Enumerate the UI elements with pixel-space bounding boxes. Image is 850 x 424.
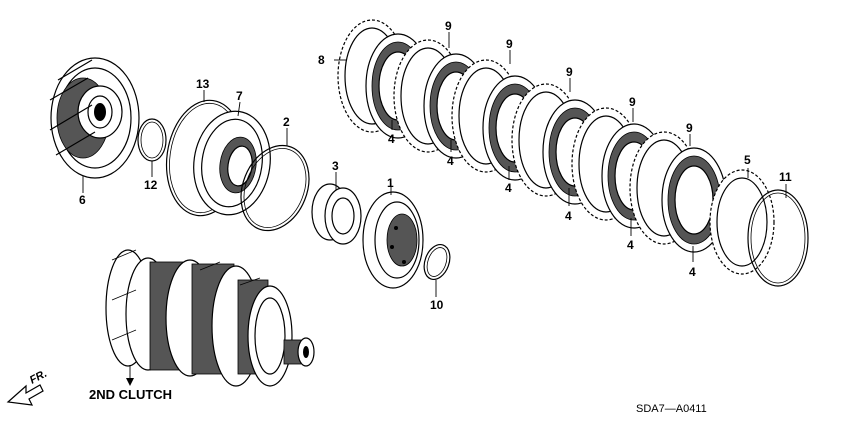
front-direction-label: FR.: [28, 368, 49, 387]
spring-3[interactable]: [311, 183, 362, 245]
clutch-assembly[interactable]: [105, 249, 315, 387]
part-number-9: 9: [445, 19, 452, 33]
part-number-4: 4: [565, 209, 572, 223]
part-number-2: 2: [283, 115, 290, 129]
part-number-10: 10: [430, 298, 444, 312]
part-number-7: 7: [236, 89, 243, 103]
snap-ring-10[interactable]: [420, 241, 455, 283]
part-number-3: 3: [332, 159, 339, 173]
part-number-8: 8: [318, 53, 325, 67]
o-ring-2[interactable]: [229, 135, 321, 241]
part-number-13: 13: [196, 77, 210, 91]
part-number-5: 5: [744, 153, 751, 167]
part-number-11: 11: [779, 170, 792, 184]
part-number-4: 4: [505, 181, 512, 195]
part-number-9: 9: [506, 37, 513, 51]
part-number-1: 1: [387, 176, 394, 190]
part-number-4: 4: [689, 265, 696, 279]
part-number-4: 4: [447, 154, 454, 168]
piston-7[interactable]: [187, 106, 277, 220]
clutch-drum-6[interactable]: [49, 57, 140, 179]
snap-ring-12[interactable]: [137, 118, 167, 162]
part-number-12: 12: [144, 178, 158, 192]
part-number-9: 9: [686, 121, 693, 135]
part-number-9: 9: [566, 65, 573, 79]
front-direction-arrow-icon: [6, 384, 44, 406]
diagram-code: SDA7—A0411: [636, 403, 707, 415]
part-number-4: 4: [388, 132, 395, 146]
end-plate-5[interactable]: [709, 169, 775, 275]
snap-ring-11[interactable]: [747, 189, 809, 287]
spring-plate-1[interactable]: [362, 191, 424, 289]
part-number-4: 4: [627, 238, 634, 252]
part-number-6: 6: [79, 193, 86, 207]
part-number-9: 9: [629, 95, 636, 109]
assembly-caption: 2ND CLUTCH: [89, 387, 172, 402]
